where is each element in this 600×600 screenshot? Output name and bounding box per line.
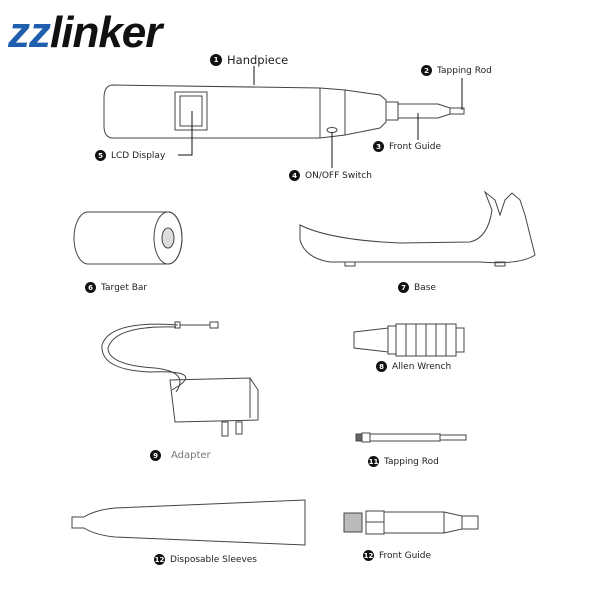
front-guide-illustration xyxy=(343,510,479,535)
number-badge: 11 xyxy=(368,456,379,467)
target-bar-illustration xyxy=(73,211,183,265)
number-badge: 3 xyxy=(373,141,384,152)
label-text: Target Bar xyxy=(101,282,148,293)
number-badge: 4 xyxy=(289,170,300,181)
label-handpiece: 1 Handpiece xyxy=(210,53,288,67)
logo-linker: linker xyxy=(50,8,162,57)
label-front-guide-12: 12 Front Guide xyxy=(363,550,431,561)
allen-wrench-illustration xyxy=(353,323,465,357)
base-illustration xyxy=(299,190,536,267)
label-text: Allen Wrench xyxy=(392,361,452,372)
number-badge: 1 xyxy=(210,54,222,66)
brand-logo: zzlinker xyxy=(8,8,162,58)
number-badge: 12 xyxy=(363,550,374,561)
label-tapping-rod-11: 11 Tapping Rod xyxy=(368,456,439,467)
label-text: Front Guide xyxy=(379,550,432,561)
label-adapter: 9 Adapter xyxy=(150,450,211,461)
label-text: Handpiece xyxy=(227,53,289,67)
number-badge: 8 xyxy=(376,361,387,372)
handpiece-illustration xyxy=(103,66,465,168)
label-text: Tapping Rod xyxy=(437,65,492,76)
label-base: 7 Base xyxy=(398,282,436,293)
label-on-off-switch: 4 ON/OFF Switch xyxy=(289,170,372,181)
label-text: ON/OFF Switch xyxy=(305,170,372,181)
label-text: Base xyxy=(414,282,436,293)
label-allen-wrench: 8 Allen Wrench xyxy=(376,361,451,372)
label-front-guide: 3 Front Guide xyxy=(373,141,441,152)
label-tapping-rod: 2 Tapping Rod xyxy=(421,65,492,76)
label-disposable-sleeves: 12 Disposable Sleeves xyxy=(154,554,257,565)
label-text: Adapter xyxy=(171,450,211,461)
disposable-sleeve-illustration xyxy=(71,499,306,546)
number-badge: 7 xyxy=(398,282,409,293)
label-text: Tapping Rod xyxy=(384,456,439,467)
number-badge: 6 xyxy=(85,282,96,293)
logo-zz: zz xyxy=(8,8,51,57)
adapter-illustration xyxy=(101,321,259,437)
label-text: Front Guide xyxy=(389,141,442,152)
label-target-bar: 6 Target Bar xyxy=(85,282,147,293)
label-lcd-display: 5 LCD Display xyxy=(95,150,165,161)
label-text: Disposable Sleeves xyxy=(170,554,257,565)
tapping-rod-illustration xyxy=(355,432,467,443)
label-text: LCD Display xyxy=(111,150,166,161)
number-badge: 2 xyxy=(421,65,432,76)
number-badge: 12 xyxy=(154,554,165,565)
number-badge: 9 xyxy=(150,450,161,461)
number-badge: 5 xyxy=(95,150,106,161)
